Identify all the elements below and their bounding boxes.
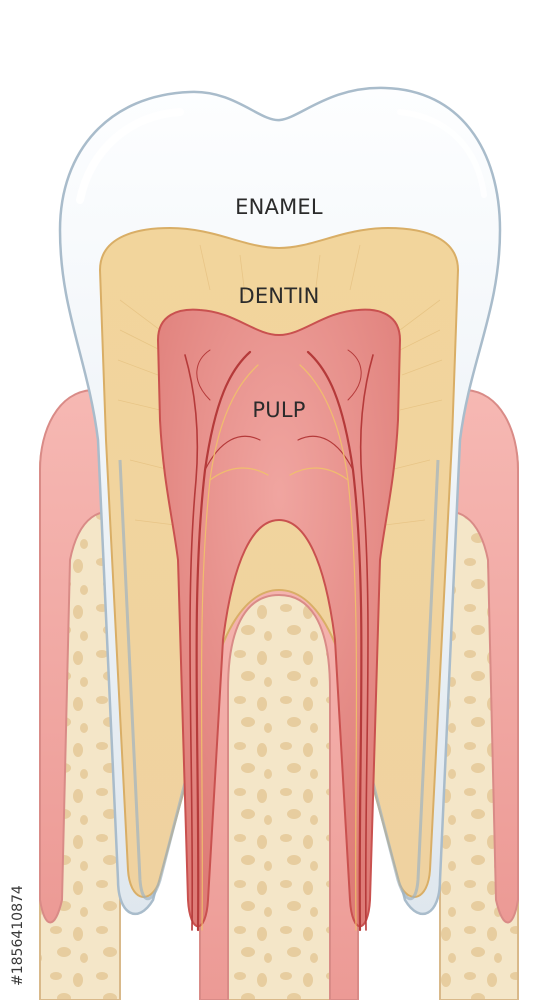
enamel-highlight: [397, 109, 487, 198]
dentin-tubules: [117, 244, 443, 526]
blood-vessels: [184, 349, 374, 932]
label-dentin: DENTIN: [238, 284, 319, 308]
label-enamel: ENAMEL: [235, 195, 323, 219]
stock-id-text: #1856410874: [10, 885, 26, 986]
enamel-highlight: [76, 108, 184, 204]
label-pulp: PULP: [252, 398, 305, 422]
cementum-left: [118, 459, 207, 901]
cementum-right: [351, 459, 440, 901]
stock-id-watermark: #1856410874: [6, 750, 28, 990]
nerve-fibers: [200, 364, 358, 931]
